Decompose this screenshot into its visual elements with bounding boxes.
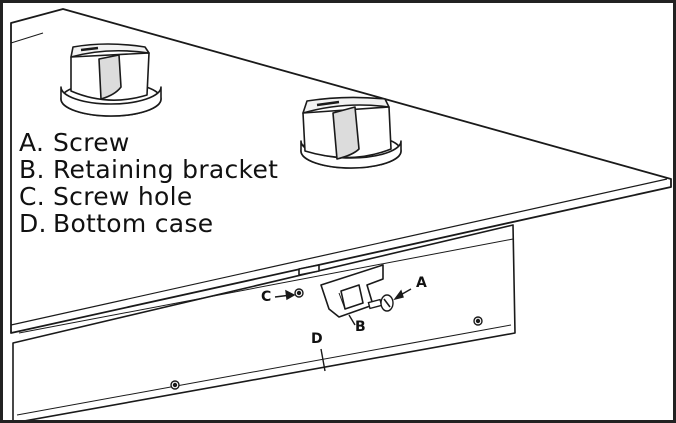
legend-item-a: A.Screw [19,128,130,157]
bottom-case [12,224,516,420]
legend-item-b: B.Retaining bracket [19,155,279,184]
top-panel [10,8,672,334]
legend-item-c: C.Screw hole [19,182,193,211]
retaining-bracket [298,264,384,318]
callout-c: C [261,289,272,305]
control-knob-right [300,96,402,169]
callout-b: B [355,319,366,335]
hob-assembly-drawing [10,8,672,420]
screw-hole-markers [170,288,483,390]
callout-leaders [274,288,412,372]
control-knob-left [60,43,162,117]
callout-d: D [311,331,323,347]
screw [367,294,394,312]
callout-a: A [416,275,427,291]
legend-item-d: D.Bottom case [19,209,214,238]
parts-legend: A.Screw B.Retaining bracket C.Screw hole… [19,129,278,237]
